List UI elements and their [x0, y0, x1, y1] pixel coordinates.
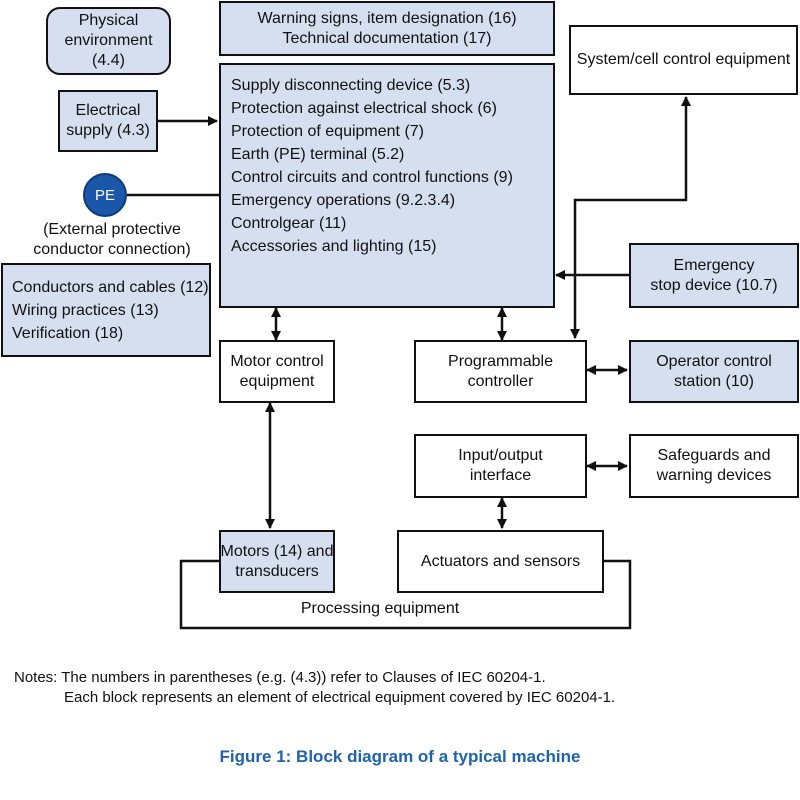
notes-line-2: Each block represents an element of elec… [64, 689, 616, 706]
operator-control-station-block: Operator control station (10) [629, 340, 799, 403]
warning-signs-block: Warning signs, item designation (16) Tec… [219, 1, 555, 56]
notes-line-1: Notes: The numbers in parentheses (e.g. … [14, 669, 546, 686]
actuators-sensors-block: Actuators and sensors [397, 530, 604, 593]
notes: Notes: The numbers in parentheses (e.g. … [14, 668, 615, 708]
motor-control-block: Motor control equipment [219, 340, 335, 403]
system-cell-control-block: System/cell control equipment [569, 25, 798, 95]
programmable-controller-block: Programmable controller [414, 340, 587, 403]
electrical-equipment-block: Supply disconnecting device (5.3) Protec… [219, 63, 555, 308]
safeguards-block: Safeguards and warning devices [629, 434, 799, 498]
processing-equipment-label: Processing equipment [300, 600, 460, 617]
conductors-block: Conductors and cables (12) Wiring practi… [1, 263, 211, 357]
arrow-plc-system-cell [570, 96, 691, 339]
processing-equipment-loop [179, 559, 632, 630]
emergency-stop-block: Emergency stop device (10.7) [629, 243, 799, 308]
physical-environment-block: Physical environment (4.4) [46, 7, 171, 75]
pe-label: PE [94, 186, 115, 204]
pe-terminal-icon: PE [83, 173, 127, 217]
figure-caption: Figure 1: Block diagram of a typical mac… [219, 747, 581, 766]
motors-block: Motors (14) and transducers [219, 530, 335, 593]
io-interface-block: Input/output interface [414, 434, 587, 498]
pe-caption: (External protective conductor connectio… [33, 221, 191, 258]
electrical-supply-block: Electrical supply (4.3) [58, 90, 158, 152]
